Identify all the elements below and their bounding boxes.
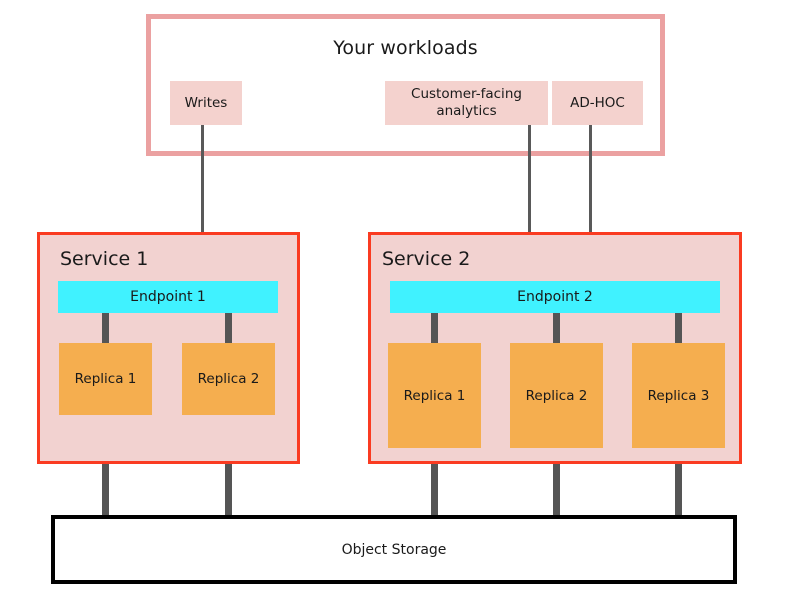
service-2-replica-2[interactable]: Replica 2 bbox=[510, 343, 603, 448]
connector-s2-replica-1-to-storage bbox=[431, 440, 438, 519]
arrow-line-writes-to-endpoint-1 bbox=[201, 125, 204, 261]
workload-chip-ad-hoc[interactable]: AD-HOC bbox=[552, 81, 643, 125]
arrow-line-analytics-to-endpoint-2 bbox=[528, 125, 531, 264]
arrow-line-adhoc-to-endpoint-2 bbox=[589, 125, 592, 264]
connector-endpoint-2-to-s2-replica-1 bbox=[431, 311, 438, 347]
service-1-replica-1[interactable]: Replica 1 bbox=[59, 343, 152, 415]
connector-s2-replica-2-to-storage bbox=[553, 440, 560, 519]
connector-endpoint-2-to-s2-replica-3 bbox=[675, 311, 682, 347]
connector-endpoint-1-to-s1-replica-2 bbox=[225, 311, 232, 347]
endpoint-1[interactable]: Endpoint 1 bbox=[58, 281, 278, 313]
service-2-label: Service 2 bbox=[382, 248, 471, 270]
connector-s2-replica-3-to-storage bbox=[675, 440, 682, 519]
workloads-title: Your workloads bbox=[333, 37, 478, 59]
connector-endpoint-1-to-s1-replica-1 bbox=[102, 311, 109, 347]
service-1-label: Service 1 bbox=[60, 248, 149, 270]
service-2-replica-1[interactable]: Replica 1 bbox=[388, 343, 481, 448]
workload-chip-customer-facing-analytics[interactable]: Customer-facing analytics bbox=[385, 81, 548, 125]
object-storage-container[interactable]: Object Storage bbox=[51, 515, 737, 584]
endpoint-2[interactable]: Endpoint 2 bbox=[390, 281, 720, 313]
workload-chip-writes[interactable]: Writes bbox=[170, 81, 242, 125]
service-2-replica-3[interactable]: Replica 3 bbox=[632, 343, 725, 448]
service-1-replica-2[interactable]: Replica 2 bbox=[182, 343, 275, 415]
connector-endpoint-2-to-s2-replica-2 bbox=[553, 311, 560, 347]
